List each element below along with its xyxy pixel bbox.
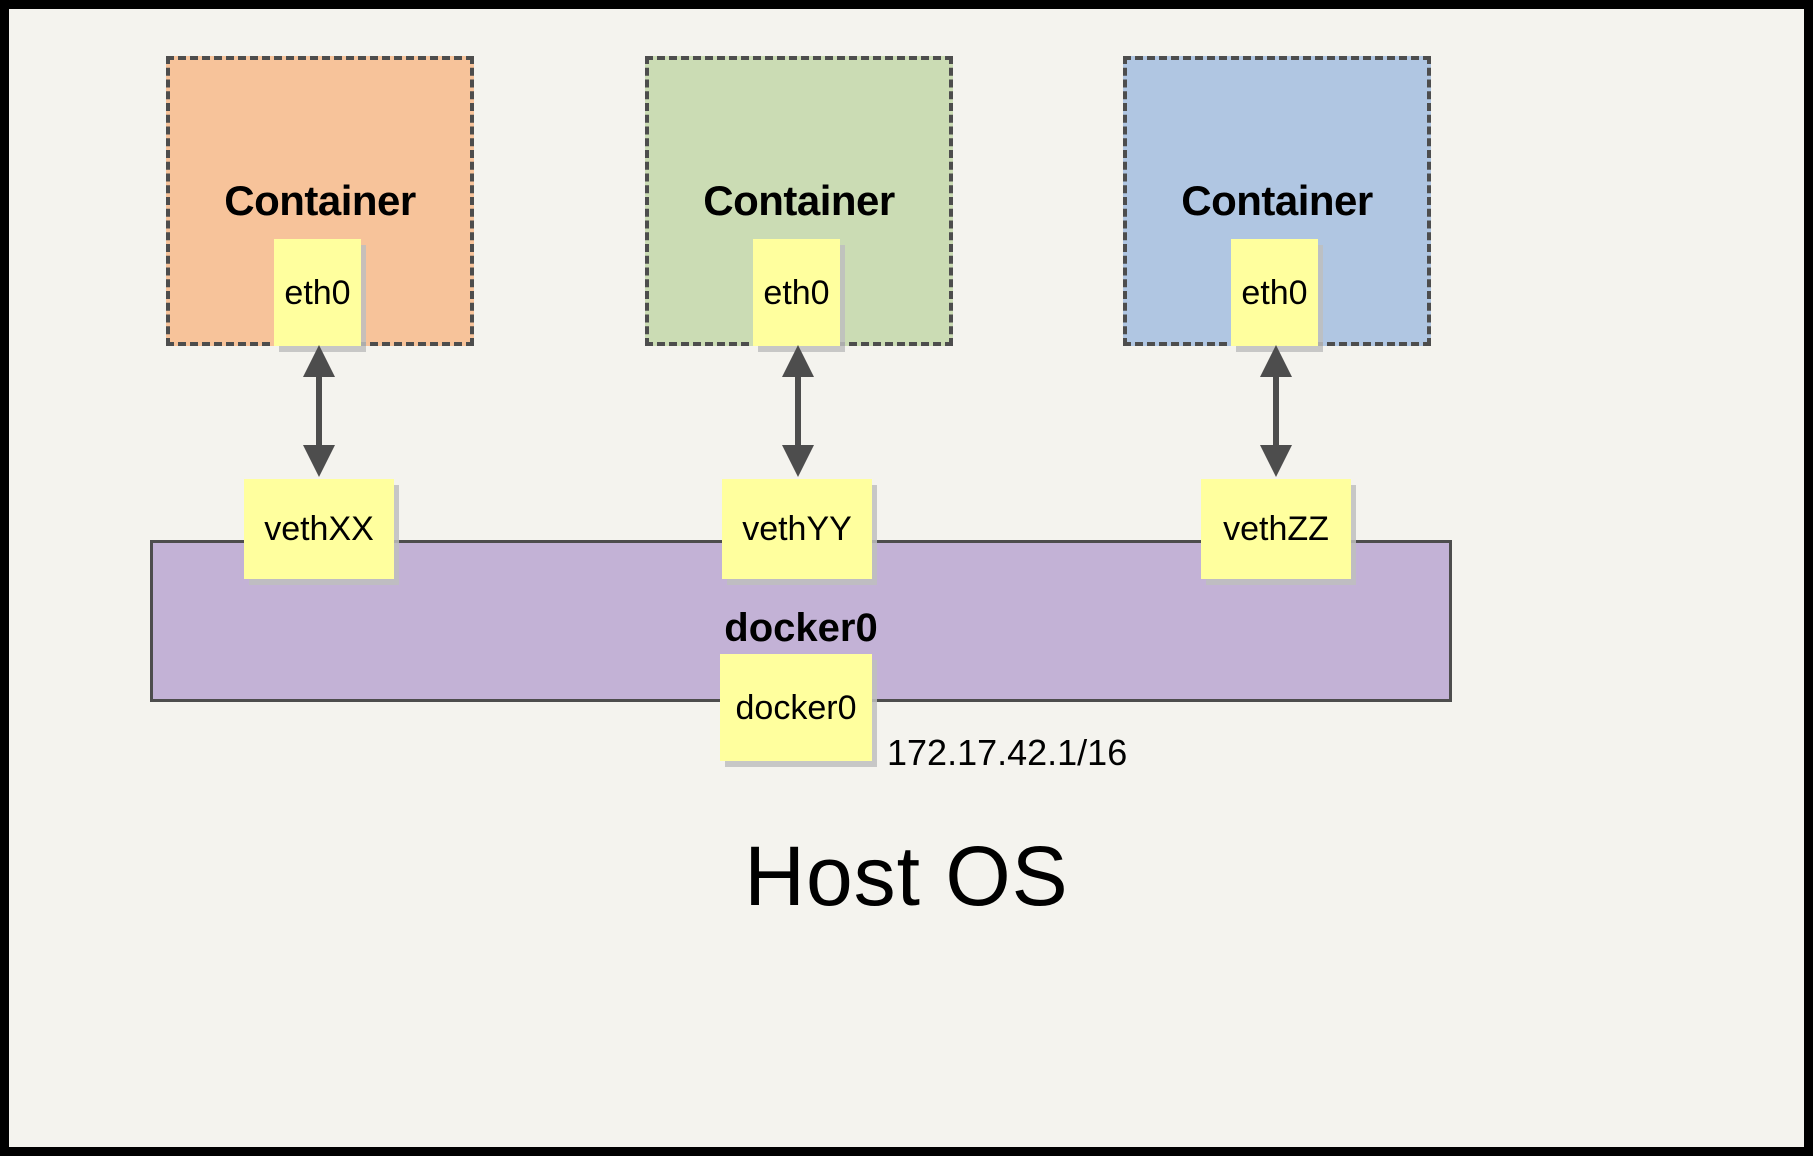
eth0-note-3: eth0 bbox=[1231, 239, 1318, 346]
veth-note-2: vethYY bbox=[722, 479, 872, 579]
docker0-interface-note: docker0 bbox=[720, 654, 872, 761]
eth0-note-2: eth0 bbox=[753, 239, 840, 346]
container-title-1: Container bbox=[224, 177, 416, 224]
link-arrow-3 bbox=[1260, 345, 1292, 477]
host-os-label: Host OS bbox=[744, 829, 1069, 923]
container-title-3: Container bbox=[1181, 177, 1373, 224]
container-title-2: Container bbox=[703, 177, 895, 224]
veth-note-1: vethXX bbox=[244, 479, 394, 579]
link-arrow-2 bbox=[782, 345, 814, 477]
docker0-bridge-label: docker0 bbox=[724, 606, 878, 650]
veth-note-3: vethZZ bbox=[1201, 479, 1351, 579]
bridge-ip-label: 172.17.42.1/16 bbox=[887, 732, 1128, 773]
eth0-note-1: eth0 bbox=[274, 239, 361, 346]
link-arrow-1 bbox=[303, 345, 335, 477]
